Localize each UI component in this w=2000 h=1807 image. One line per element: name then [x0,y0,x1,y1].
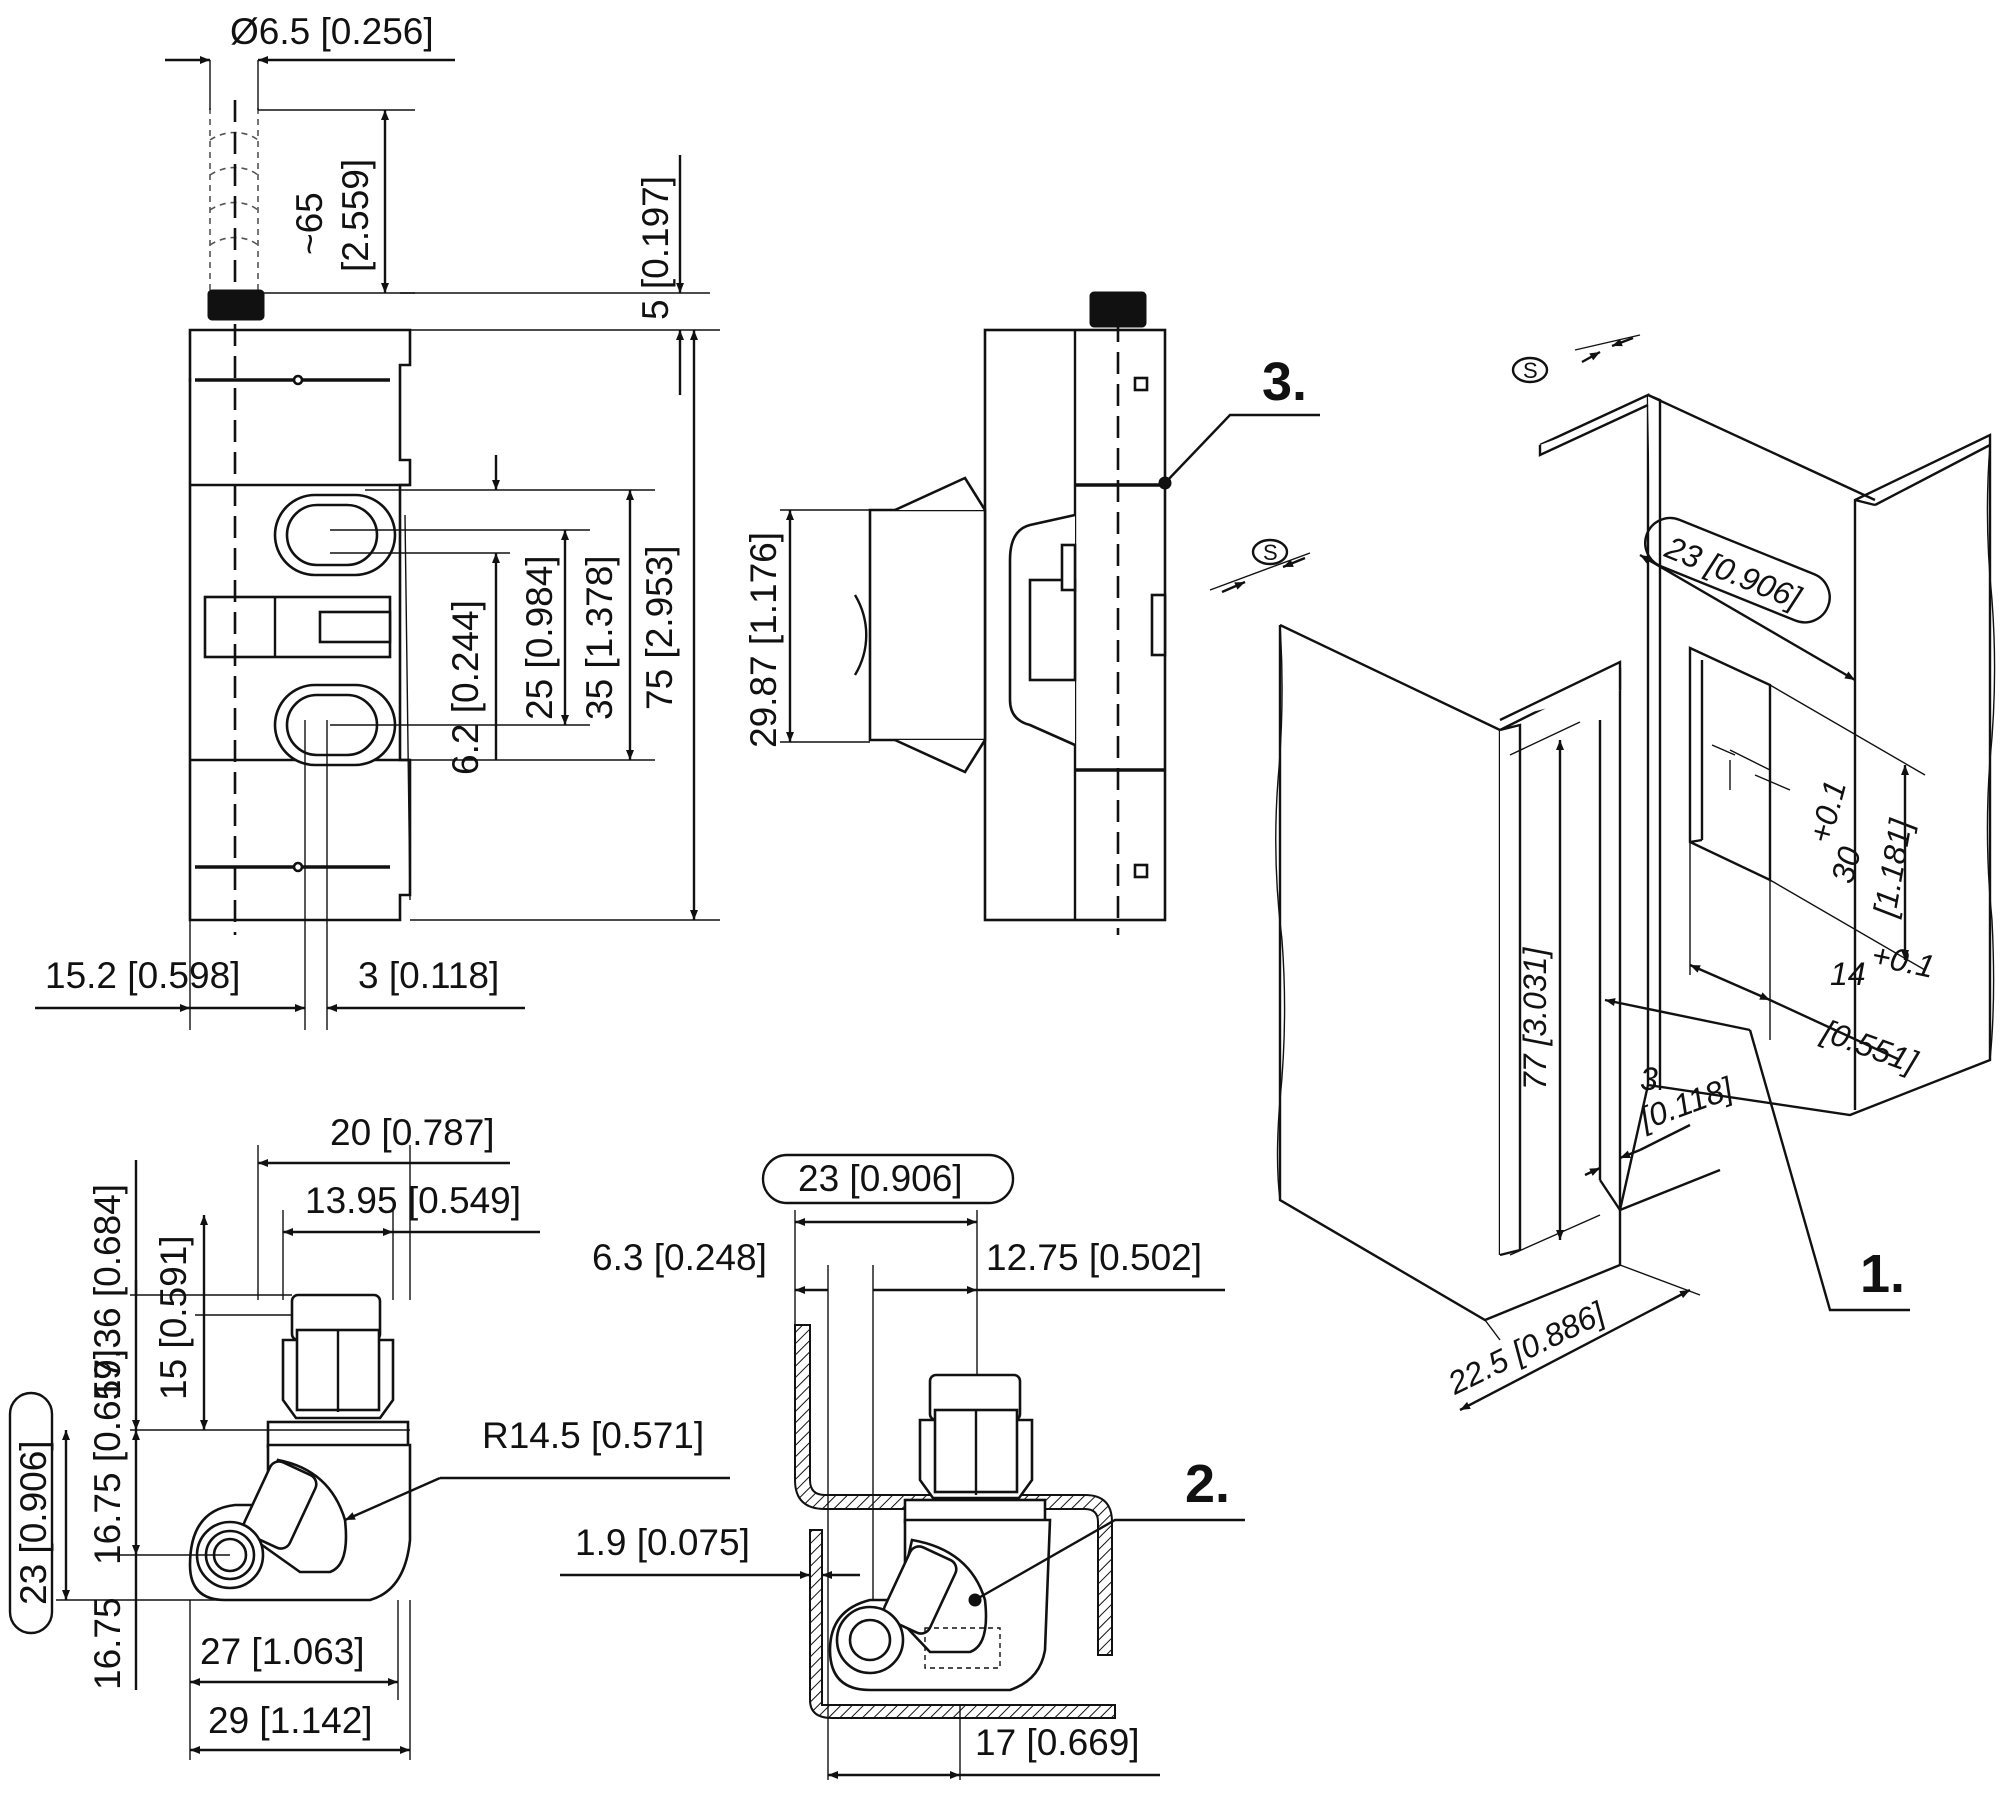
cutout-w14-label: 14 [1830,956,1866,992]
bl-h16-75-label-b: 16.75 [87,1597,128,1690]
width-left-label: 15.2 [0.598] [45,955,240,996]
bottom-left-view: 20 [0.787] 13.95 [0.549] 17.36 [0.684] 1… [8,1112,730,1760]
bl-radius-label: R14.5 [0.571] [482,1415,704,1456]
bl-w13-95-label: 13.95 [0.549] [305,1180,521,1221]
bl-h15-label: 15 [0.591] [153,1235,194,1400]
front-view: Ø6.5 [0.256] ~65 [2.559] 5 [0.197] 75 [2… [35,11,720,1030]
bm-w6-3-label: 6.3 [0.248] [592,1237,767,1278]
callout-3: 3. [1262,352,1307,412]
callout-1: 1. [1860,1244,1905,1304]
bm-t1-9-label: 1.9 [0.075] [575,1522,750,1563]
bl-h16-75-label: 16.75 [0.659] [87,1349,128,1565]
bm-panel [809,1529,1116,1719]
thickness-symbol-lower: S [1209,538,1311,594]
bottom-mid-view: 23 [0.906] 6.3 [0.248] 12.75 [0.502] 1.9… [560,1153,1245,1780]
cutout-h30-tol: +0.1 [1802,776,1853,846]
callout-2: 2. [1185,1454,1230,1514]
bm-w12-75-label: 12.75 [0.502] [986,1237,1202,1278]
svg-text:S: S [1263,540,1278,565]
diameter-label: Ø6.5 [0.256] [230,11,434,52]
thickness-symbol-upper: S [1511,334,1641,384]
bl-base-plate [266,1420,410,1449]
plug-height-label: 5 [0.197] [635,176,676,320]
dim-75-label: 75 [2.953] [639,545,680,710]
dim-35-label: 35 [1.378] [579,555,620,720]
dim-6-2-label: 6.2 [0.244] [445,600,486,775]
bm-w17-label: 17 [0.669] [975,1722,1140,1763]
cutout-h77-label: 77 [3.031] [1517,947,1553,1090]
bl-h17-36-label: 17.36 [0.684] [87,1184,128,1400]
bl-w29-label: 29 [1.142] [208,1700,373,1741]
bm-w23-label: 23 [0.906] [798,1158,963,1199]
bm-door-frame [794,1324,1113,1656]
side-actuator [868,508,987,742]
bl-h23-badge [8,1391,54,1635]
dim-25-label: 25 [0.984] [519,555,560,720]
cutout-view: S S 23 [0.906] 30 +0.1 [1.181] 14 +0.1 [1209,334,1996,1412]
cutout-t3-label: 3 [1640,1061,1658,1097]
side-height-label: 29.87 [1.176] [743,532,784,748]
cable-length-inch: [2.559] [335,159,376,272]
panel-front [1278,625,1622,1322]
bm-w23-badge [761,1153,1015,1205]
bl-w20-label: 20 [0.787] [330,1112,495,1153]
panel-back [1539,393,1992,1117]
bl-w27-label: 27 [1.063] [200,1631,365,1672]
side-view: 29.87 [1.176] 3. [743,291,1320,935]
cable-length-label: ~65 [289,192,330,255]
svg-text:S: S [1523,358,1538,383]
width-right-label: 3 [0.118] [358,955,499,996]
bl-h23-label: 23 [0.906] [13,1440,54,1605]
